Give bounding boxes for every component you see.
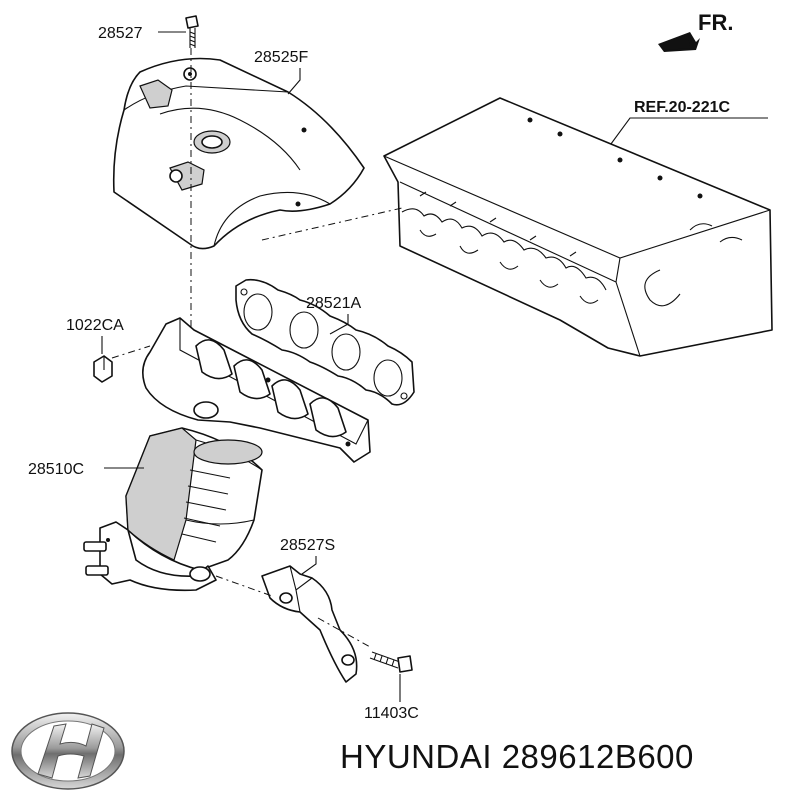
callout-bracket: 28527S: [280, 537, 335, 575]
callout-label: 11403C: [364, 705, 419, 722]
callout-gasket: 28521A: [306, 295, 361, 335]
bolt-icon: [397, 655, 413, 673]
callout-label: 28521A: [306, 295, 361, 312]
callout-bolt-bottom: 11403C: [364, 674, 419, 722]
exhaust-manifold-converter: [83, 317, 371, 592]
part-caption: HYUNDAI 289612B600: [340, 738, 790, 788]
support-bracket: [261, 565, 358, 683]
nut-part: [93, 355, 113, 383]
callout-heat-shield: 28525F: [254, 49, 308, 95]
bolt-icon: [185, 15, 199, 29]
front-direction-label: FR.: [698, 10, 733, 35]
callout-label: 28527S: [280, 537, 335, 554]
heat-shield: [112, 57, 365, 250]
reference-callout: REF.20-221C: [607, 99, 768, 149]
hyundai-logo-icon: [11, 712, 125, 790]
callout-label: 28510C: [28, 461, 84, 478]
part-number: 289612B600: [501, 738, 694, 775]
callout-bolt-top: 28527: [98, 25, 186, 42]
callout-label: 28527: [98, 25, 143, 42]
callout-manifold-converter: 28510C: [28, 461, 144, 478]
nut-icon: [93, 355, 113, 383]
cylinder-head: [383, 97, 773, 357]
callout-label: 28525F: [254, 49, 308, 66]
top-bolt-part: [185, 15, 199, 48]
callout-label: 1022CA: [66, 317, 124, 334]
exhaust-gasket: [235, 278, 415, 406]
front-direction-indicator: FR.: [658, 10, 733, 52]
reference-label: REF.20-221C: [634, 99, 730, 116]
brand-name: HYUNDAI: [340, 738, 493, 775]
callout-nut: 1022CA: [66, 317, 124, 354]
bottom-bolt-part: [369, 651, 413, 673]
alignment-lines: [111, 48, 403, 649]
